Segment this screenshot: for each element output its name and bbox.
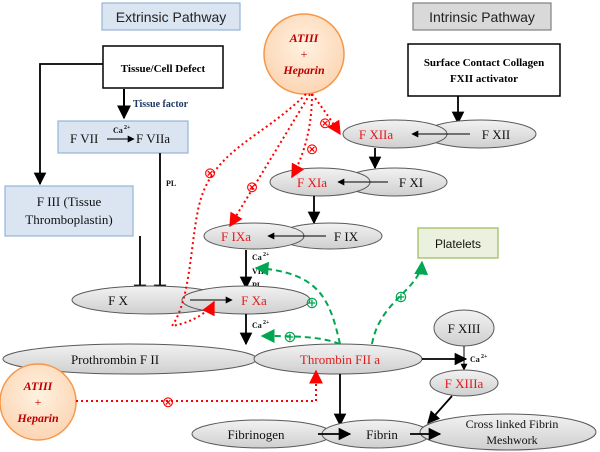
fibrinogen-label: Fibrinogen	[227, 427, 285, 442]
crosslinked-fibrin-node: Cross linked Fibrin Meshwork	[419, 413, 597, 451]
surface-contact-line1: Surface Contact Collagen	[424, 57, 544, 69]
fxa-label: F Xa	[241, 293, 267, 308]
crosslinked-line1: Cross linked Fibrin	[466, 417, 559, 431]
fxiii-node: F XIII	[433, 309, 495, 347]
ca-right-sup: 2+	[481, 354, 488, 360]
ca-mid-sup: 2+	[263, 252, 270, 258]
tissue-factor-label: Tissue factor	[133, 99, 189, 110]
promote-symbol-platelets: ⊕	[394, 289, 407, 306]
fvii-activation-box: F VII Ca 2+ F VIIa	[57, 120, 189, 154]
atiii-bottom-line2: +	[35, 395, 42, 409]
fviia-label: F VIIa	[136, 131, 170, 146]
fxiiia-to-crosslinked-arrow	[427, 395, 453, 424]
atiii-top-line2: +	[301, 47, 308, 61]
promote-viia-path	[254, 261, 341, 345]
inhibit-fxia-path	[291, 93, 313, 179]
promote-platelets-path	[371, 260, 429, 345]
fxiia-node: F XIIa	[342, 119, 448, 149]
platelets-box: Platelets	[417, 227, 499, 259]
tissue-thromboplastin-line2: Thromboplastin)	[25, 212, 112, 227]
ca-low-sup: 2+	[263, 320, 270, 326]
intrinsic-header: Intrinsic Pathway	[412, 2, 552, 31]
thrombin-label: Thrombin FII a	[300, 352, 380, 367]
fx-node: F X	[71, 285, 229, 315]
atiii-top-line1: ATIII	[289, 31, 320, 45]
atiii-bottom-line3: Heparin	[16, 411, 59, 425]
pl-left-label: PL	[166, 179, 176, 188]
surface-contact-box: Surface Contact Collagen FXII activator	[407, 43, 561, 97]
fxia-label: F XIa	[297, 175, 327, 190]
promote-symbol-viia: ⊕	[305, 295, 318, 312]
atiii-heparin-top: ATIII + Heparin	[263, 13, 345, 95]
fxii-label: F XII	[482, 127, 511, 142]
tissue-defect-label: Tissue/Cell Defect	[121, 63, 206, 75]
ca-right-label: Ca	[470, 355, 480, 364]
surface-contact-line2: FXII activator	[450, 73, 518, 85]
inhibit-fxa-path	[169, 93, 307, 328]
fxiia-label: F XIIa	[359, 127, 394, 142]
promote-fxa-path	[260, 329, 341, 345]
fxi-label: F XI	[399, 175, 423, 190]
fx-label: F X	[108, 293, 128, 308]
fibrin-label: Fibrin	[366, 427, 398, 442]
fix-label: F IX	[334, 229, 359, 244]
inhibit-symbol-fxiia: ⊗	[319, 115, 332, 132]
fvii-ca-sup: 2+	[124, 125, 131, 131]
fxiiia-label: F XIIIa	[445, 376, 484, 391]
tissue-thromboplastin-box: F III (Tissue Thromboplastin)	[4, 185, 134, 237]
prothrombin-node: Prothrombin F II	[2, 343, 258, 375]
extrinsic-header: Extrinsic Pathway	[101, 2, 241, 31]
inhibit-fxiia-path	[311, 93, 341, 136]
inhibit-symbol-thrombin: ⊗	[162, 394, 175, 411]
fxi-node: F XI	[342, 167, 448, 197]
extrinsic-header-label: Extrinsic Pathway	[116, 9, 226, 25]
promotion-paths	[254, 260, 429, 345]
defect-to-fiii-arrow	[33, 63, 103, 186]
ca-mid-label: Ca	[252, 253, 262, 262]
inhibit-symbol-fxia: ⊗	[306, 141, 319, 158]
fix-node: F IX	[277, 222, 383, 250]
fxiii-label: F XIII	[448, 321, 481, 336]
tissue-defect-box: Tissue/Cell Defect	[102, 45, 224, 89]
thrombin-node: Thrombin FII a	[253, 343, 423, 375]
inhibit-thrombin-path	[76, 369, 323, 402]
platelets-label: Platelets	[435, 237, 481, 251]
fixa-label: F IXa	[221, 229, 251, 244]
inhibit-symbol-fixa: ⊗	[246, 179, 259, 196]
crosslinked-line2: Meshwork	[486, 433, 537, 447]
pl-mid-label: PL	[252, 281, 262, 290]
prothrombin-label: Prothrombin F II	[71, 352, 159, 367]
promote-symbol-fxa: ⊕	[283, 329, 296, 346]
atiii-heparin-bottom: ATIII + Heparin	[0, 363, 77, 441]
atiii-top-line3: Heparin	[282, 63, 325, 77]
fxiiia-node: F XIIIa	[429, 369, 499, 397]
inhibit-fixa-path	[229, 93, 311, 228]
intrinsic-header-label: Intrinsic Pathway	[429, 9, 535, 25]
inhibit-symbol-fxa: ⊗	[204, 165, 217, 182]
atiii-bottom-line1: ATIII	[23, 379, 54, 393]
tissue-thromboplastin-line1: F III (Tissue	[37, 194, 102, 209]
fibrinogen-node: Fibrinogen	[191, 419, 333, 449]
fvii-ca-label: Ca	[113, 126, 123, 135]
inhibition-paths-top	[169, 93, 341, 328]
fvii-label: F VII	[70, 131, 98, 146]
ca-low-label: Ca	[252, 321, 262, 330]
